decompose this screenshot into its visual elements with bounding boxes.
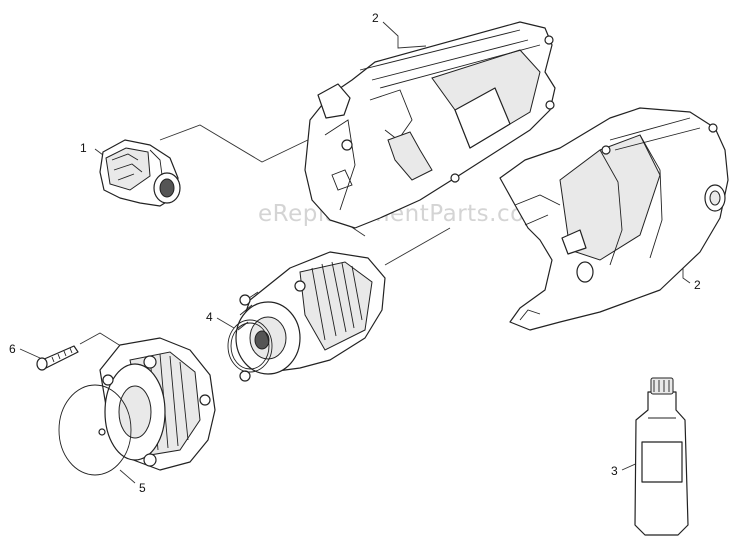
motor-assembly [235, 251, 386, 382]
callout-6: 6 [9, 342, 16, 356]
o-ring [227, 319, 273, 373]
housing-lower-half [499, 107, 729, 331]
callout-2-right: 2 [694, 278, 701, 292]
housing-upper-half [304, 21, 556, 229]
pump-head-assembly [58, 337, 216, 476]
callout-4: 4 [206, 310, 213, 324]
oil-bottle [634, 377, 689, 536]
screw [36, 345, 79, 371]
callout-labels: 1 2 2 3 4 5 6 [9, 11, 701, 495]
callout-5: 5 [139, 481, 146, 495]
callout-1: 1 [80, 141, 87, 155]
leader-lines [19, 21, 691, 484]
switch-assembly [99, 139, 181, 207]
callout-2-top: 2 [372, 11, 379, 25]
callout-3: 3 [611, 464, 618, 478]
